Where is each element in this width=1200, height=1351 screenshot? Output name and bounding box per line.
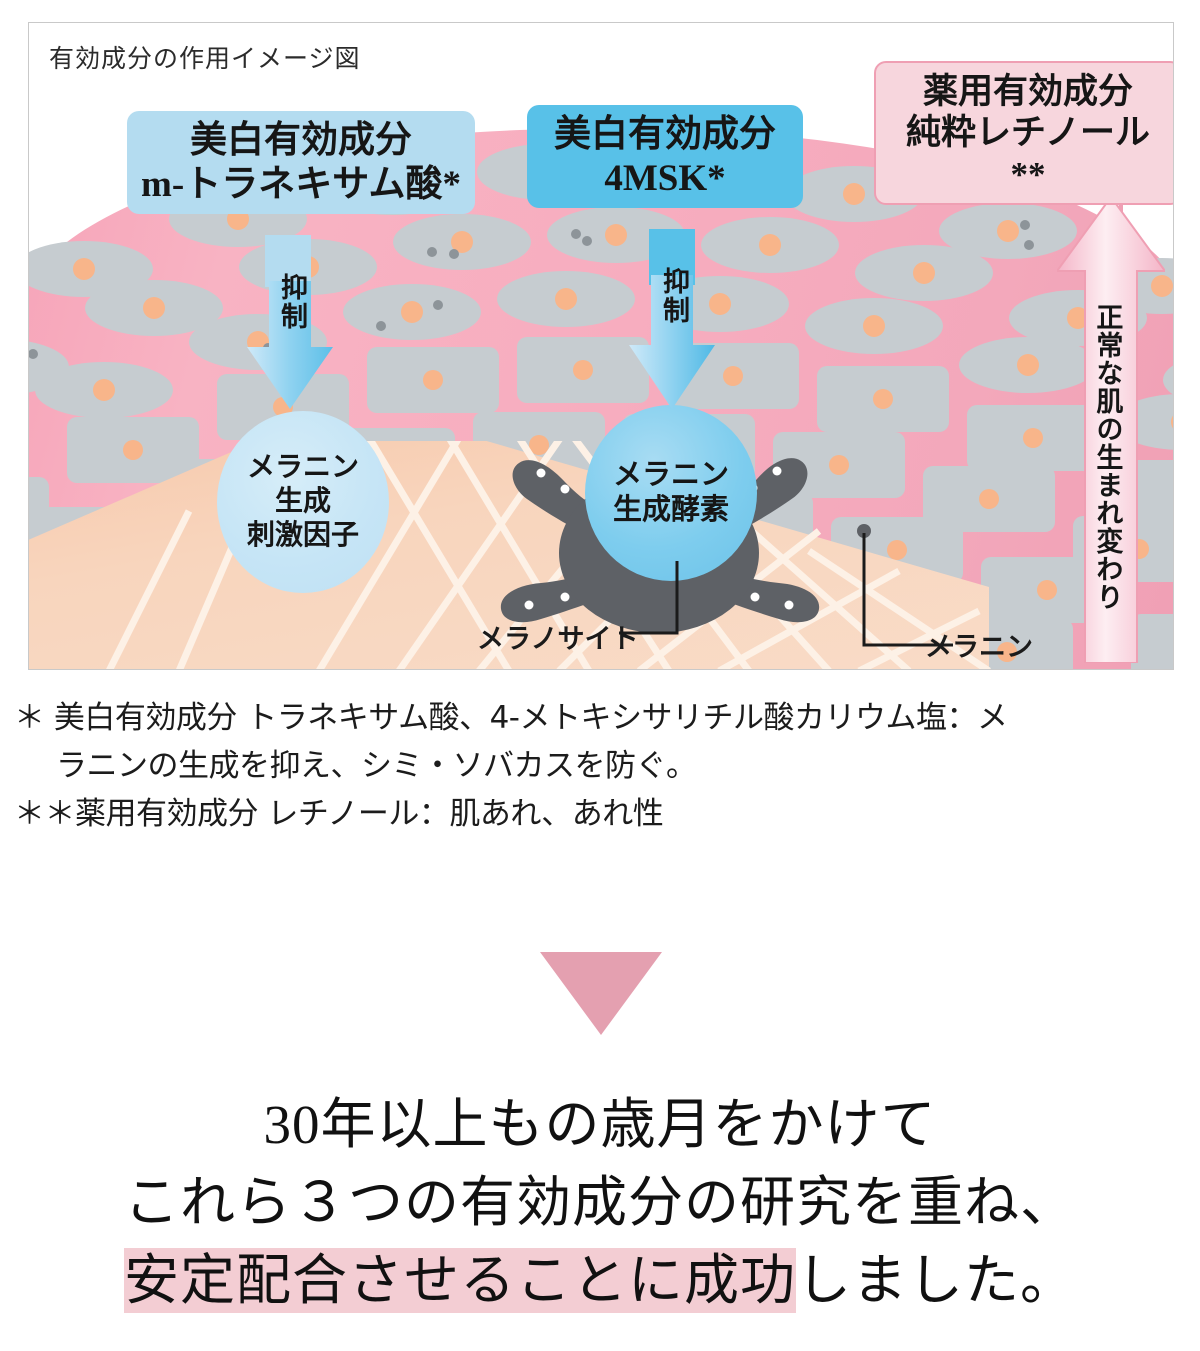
ingredient-box-tranexamic-line1: 美白有効成分 xyxy=(141,119,461,163)
skin-cell xyxy=(497,271,635,327)
cell-nucleus xyxy=(93,379,115,401)
conclusion-text: 30年以上もの歳月をかけて これら３つの有効成分の研究を重ね、 安定配合させるこ… xyxy=(0,1086,1200,1320)
footnotes: ＊ 美白有効成分 トラネキサム酸、4-メトキシサリチル酸カリウム塩：メ ラニンの… xyxy=(14,694,1184,838)
ingredient-box-retinol[interactable]: 薬用有効成分 純粋レチノール** xyxy=(874,61,1174,205)
cell-nucleus xyxy=(423,370,443,390)
skin-cell xyxy=(855,245,993,301)
skin-cell xyxy=(805,298,943,354)
melanin-granule xyxy=(433,300,443,310)
melanocyte-label: メラノサイト xyxy=(477,617,638,656)
skin-cell xyxy=(35,362,173,418)
melanin-enzyme-line2: 生成酵素 xyxy=(613,493,729,528)
melanin-granule xyxy=(29,349,38,359)
suppression-label-left: 抑制 xyxy=(278,273,305,331)
melanin-enzyme-line1: メラニン xyxy=(613,458,729,493)
cell-nucleus xyxy=(997,220,1019,242)
melanin-stimulating-factor-circle: メラニン 生成 刺激因子 xyxy=(217,411,389,593)
melanin-enzyme-circle: メラニン 生成酵素 xyxy=(585,405,757,581)
cell-nucleus xyxy=(1171,411,1174,433)
cell-nucleus xyxy=(873,389,893,409)
ingredient-box-tranexamic-line2: m-トラネキサム酸* xyxy=(141,163,461,207)
skin-cell xyxy=(343,284,481,340)
down-triangle-icon xyxy=(540,952,662,1035)
ingredient-box-retinol-line1: 薬用有効成分 xyxy=(890,71,1166,112)
cell-nucleus xyxy=(73,258,95,280)
conclusion-line-3: 安定配合させることに成功しました。 xyxy=(0,1242,1200,1320)
melanin-factor-line1: メラニン xyxy=(247,451,359,485)
cell-nucleus xyxy=(913,262,935,284)
cell-nucleus xyxy=(555,288,577,310)
skin-action-diagram: 有効成分の作用イメージ図 xyxy=(28,22,1174,670)
melanin-factor-line2: 生成 xyxy=(275,485,331,519)
melanin-granule xyxy=(582,236,592,246)
skin-turnover-label: 正常な肌の生まれ変わり xyxy=(1093,303,1121,651)
melanin-granule xyxy=(1020,220,1030,230)
conclusion-line-2: これら３つの有効成分の研究を重ね、 xyxy=(0,1164,1200,1242)
melanin-granule xyxy=(1024,240,1034,250)
melanin-granule xyxy=(376,321,386,331)
cell-nucleus xyxy=(143,297,165,319)
diagram-title: 有効成分の作用イメージ図 xyxy=(49,39,361,75)
skin-cell xyxy=(393,214,531,270)
melanin-granule xyxy=(449,249,459,259)
conclusion-line-1: 30年以上もの歳月をかけて xyxy=(0,1086,1200,1164)
cell-nucleus xyxy=(863,315,885,337)
conclusion-highlight: 安定配合させることに成功 xyxy=(124,1248,796,1313)
melanin-granule xyxy=(571,229,581,239)
cell-nucleus xyxy=(605,224,627,246)
ingredient-box-tranexamic[interactable]: 美白有効成分 m-トラネキサム酸* xyxy=(127,111,475,214)
melanin-factor-line3: 刺激因子 xyxy=(247,519,359,553)
skin-cell xyxy=(701,217,839,273)
footnote-line-2: ラニンの生成を抑え、シミ・ソバカスを防ぐ。 xyxy=(14,742,1184,790)
cell-nucleus xyxy=(1173,483,1174,503)
cell-nucleus xyxy=(843,183,865,205)
cell-nucleus xyxy=(759,234,781,256)
suppression-label-right: 抑制 xyxy=(660,267,687,325)
melanin-granule xyxy=(427,247,437,257)
cell-nucleus xyxy=(723,366,743,386)
cell-nucleus xyxy=(401,301,423,323)
footnote-line-3: ＊＊薬用有効成分 レチノール：肌あれ、あれ性 xyxy=(14,790,1184,838)
cell-nucleus xyxy=(1017,354,1039,376)
melanin-label: メラニン xyxy=(925,625,1033,664)
footnote-line-1: ＊ 美白有効成分 トラネキサム酸、4-メトキシサリチル酸カリウム塩：メ xyxy=(14,694,1184,742)
cell-nucleus xyxy=(573,360,593,380)
ingredient-box-4msk-line1: 美白有効成分 xyxy=(541,113,789,157)
conclusion-line-3-tail: しました。 xyxy=(796,1250,1076,1311)
ingredient-box-4msk[interactable]: 美白有効成分 4MSK* xyxy=(527,105,803,208)
ingredient-box-4msk-line2: 4MSK* xyxy=(541,157,789,201)
ingredient-box-retinol-line2: 純粋レチノール** xyxy=(890,112,1166,195)
